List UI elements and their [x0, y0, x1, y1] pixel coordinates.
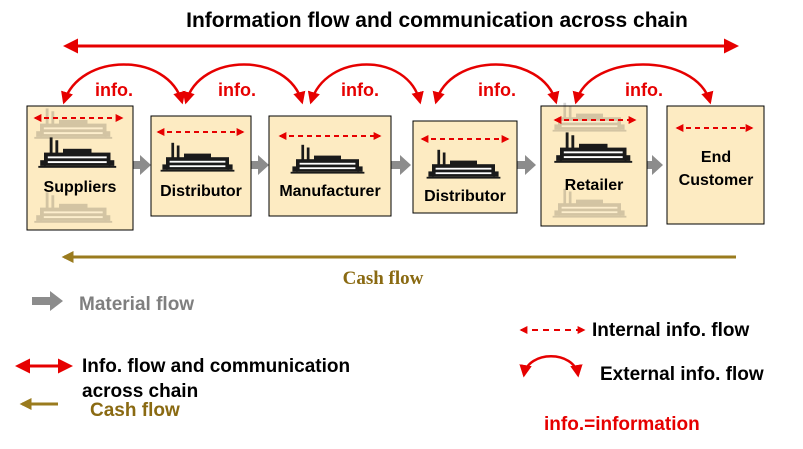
material-flow-arrow — [391, 155, 411, 175]
stage-label-end: End — [701, 149, 731, 166]
external-info-arc — [307, 63, 424, 105]
stage-distributor-2: Distributor — [412, 120, 518, 214]
info-label: info. — [95, 80, 133, 100]
external-info-arc — [182, 63, 306, 105]
diagram-title: Information flow and communication acros… — [186, 9, 688, 32]
material-flow-arrow — [517, 155, 536, 175]
stage-label-distributor: Distributor — [424, 188, 506, 205]
material-flow-arrow — [251, 155, 269, 175]
legend-external-info-arc — [519, 355, 583, 378]
info-label: info. — [218, 80, 256, 100]
material-flow-arrow — [133, 155, 151, 175]
stage-suppliers: Suppliers — [26, 105, 134, 231]
stage-label-suppliers: Suppliers — [44, 179, 117, 196]
stage-manufacturer: Manufacturer — [268, 115, 392, 217]
external-info-arc — [572, 63, 714, 105]
legend-abbreviation: info.=information — [544, 414, 700, 435]
legend-internal-info: Internal info. flow — [592, 320, 749, 341]
info-label: info. — [625, 80, 663, 100]
material-flow-arrow — [645, 155, 663, 175]
legend-cash-flow: Cash flow — [90, 400, 180, 421]
stage-label-distributor: Distributor — [160, 183, 242, 200]
legend-material-flow-arrow — [32, 291, 63, 311]
stage-retailer: Retailer — [540, 102, 648, 227]
external-info-arc — [432, 63, 560, 105]
stage-label-customer: Customer — [679, 172, 754, 189]
legend-external-info: External info. flow — [600, 364, 764, 385]
stage-end-customer: End Customer — [666, 105, 765, 225]
legend-material-flow: Material flow — [79, 294, 194, 315]
external-info-arcs — [61, 63, 714, 105]
material-flow-arrows — [133, 155, 663, 175]
legend: Material flow Info. flow and communicati… — [14, 291, 764, 435]
stage-label-retailer: Retailer — [565, 177, 624, 194]
info-label: info. — [341, 80, 379, 100]
legend-info-flow-line1: Info. flow and communication — [82, 356, 350, 377]
info-label: info. — [478, 80, 516, 100]
stage-label-manufacturer: Manufacturer — [279, 183, 380, 200]
cash-flow-label: Cash flow — [343, 268, 424, 289]
legend-info-flow-line2: across chain — [82, 381, 198, 402]
external-info-arc — [61, 63, 186, 105]
stage-distributor-1: Distributor — [150, 115, 252, 217]
